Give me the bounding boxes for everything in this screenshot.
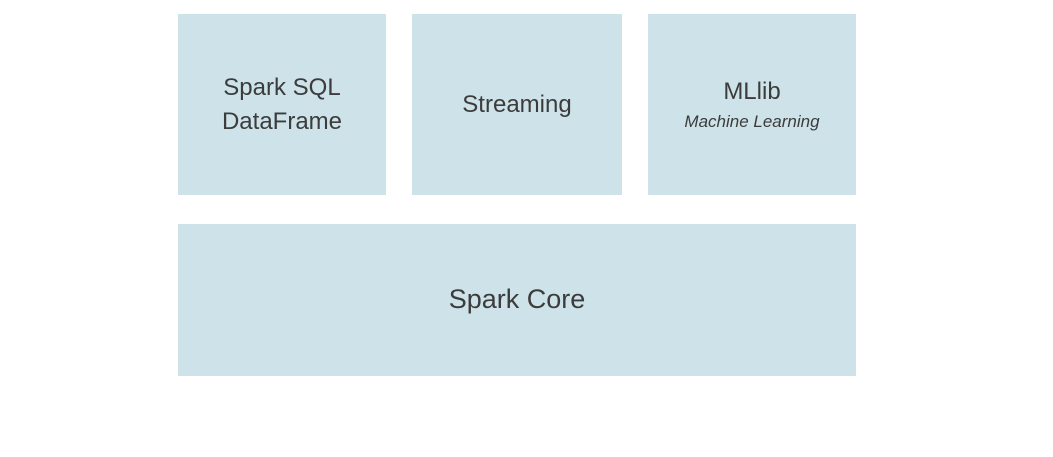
streaming-box: Streaming xyxy=(412,14,622,195)
mllib-label: MLlib xyxy=(723,77,781,105)
mllib-box: MLlib Machine Learning xyxy=(648,14,856,195)
spark-sql-dataframe-label: Spark SQL DataFrame xyxy=(221,73,343,135)
streaming-label: Streaming xyxy=(462,90,572,118)
spark-core-box: Spark Core xyxy=(178,224,856,376)
spark-sql-dataframe-box: Spark SQL DataFrame xyxy=(178,14,386,195)
mllib-subtitle-label: Machine Learning xyxy=(684,112,820,132)
spark-core-label: Spark Core xyxy=(448,284,586,315)
